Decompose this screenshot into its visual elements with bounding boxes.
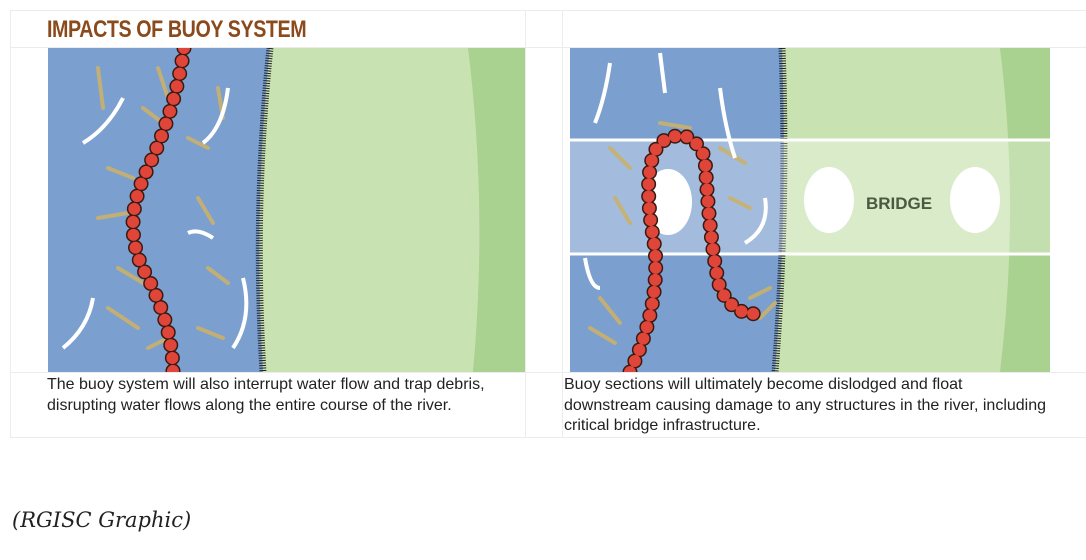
buoy-chain: [127, 48, 190, 372]
bridge-damage-illustration: BRIDGE: [570, 48, 1050, 372]
table-grid: [10, 10, 1086, 438]
flow-arrows: [61, 87, 249, 350]
image-credit: (RGISC Graphic): [12, 508, 192, 532]
left-caption: The buoy system will also interrupt wate…: [47, 376, 485, 414]
right-caption: Buoy sections will ultimately become dis…: [564, 376, 1047, 434]
bridge-pier: [804, 167, 854, 233]
buoy-chain: [624, 129, 766, 372]
bridge-pier: [950, 167, 1000, 233]
bridge-label: BRIDGE: [866, 194, 932, 213]
river-debris-illustration: [48, 48, 525, 372]
infographic-title: IMPACTS OF BUOY SYSTEM: [47, 16, 307, 43]
debris: [96, 66, 230, 350]
flow-arrows: [583, 52, 768, 290]
